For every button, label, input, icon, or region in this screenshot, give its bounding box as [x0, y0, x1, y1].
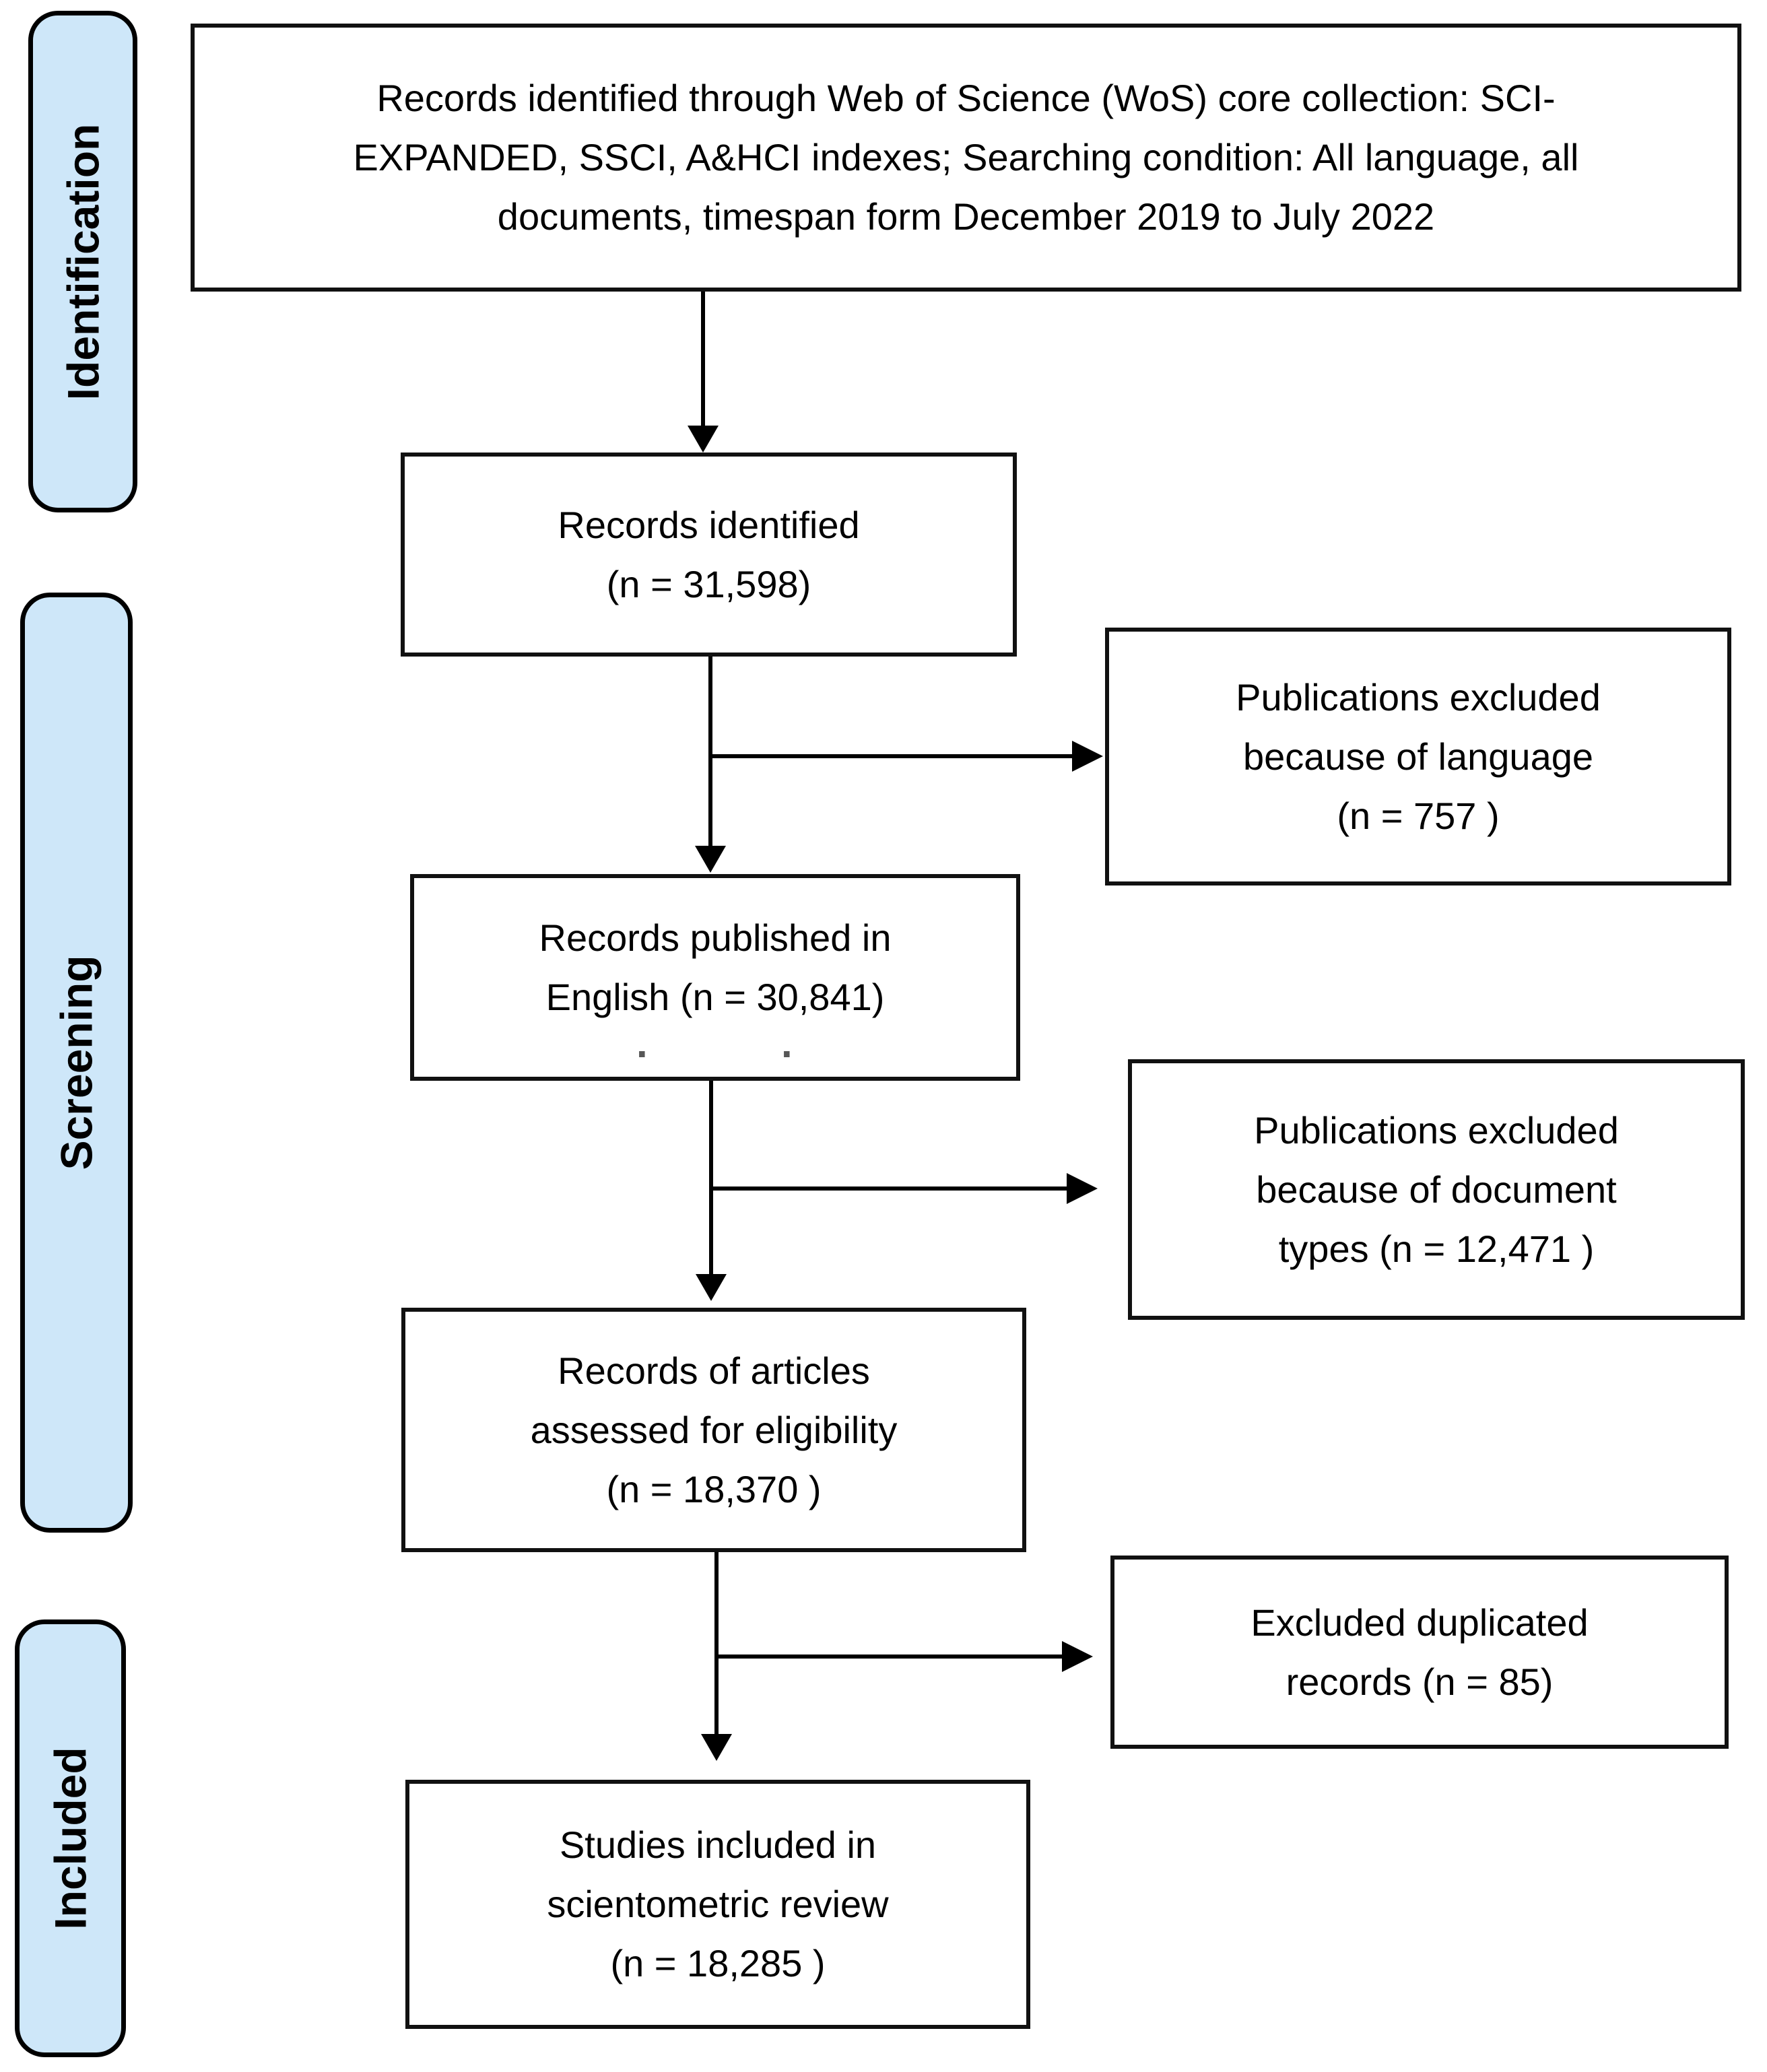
- box-excluded-language-line1: Publications excluded: [1236, 675, 1601, 718]
- box-records-eligibility-line2: assessed for eligibility: [530, 1408, 898, 1451]
- arrowhead-right-doctypes: [1067, 1173, 1098, 1204]
- stage-screening-label: Screening: [51, 955, 102, 1170]
- connector-source-identified: [701, 292, 705, 428]
- box-records-identified-line1: Records identified: [558, 503, 860, 546]
- box-records-english-line1: Records published in: [539, 916, 892, 959]
- box-records-eligibility-line1: Records of articles: [558, 1349, 870, 1392]
- connector-branch-duplicates: [716, 1655, 1062, 1659]
- box-records-source-line2: EXPANDED, SSCI, A&HCI indexes; Searching…: [353, 136, 1579, 178]
- stray-dot-right: .: [781, 1021, 793, 1066]
- stage-screening: Screening: [20, 593, 133, 1533]
- box-studies-included-line2: scientometric review: [547, 1883, 889, 1925]
- box-records-source: Records identified through Web of Scienc…: [191, 24, 1741, 292]
- box-studies-included-line1: Studies included in: [559, 1824, 877, 1866]
- box-excluded-language: Publications excluded because of languag…: [1105, 628, 1731, 885]
- arrowhead-right-language: [1072, 741, 1103, 772]
- box-records-source-line1: Records identified through Web of Scienc…: [376, 77, 1556, 119]
- box-excluded-doctypes: Publications excluded because of documen…: [1128, 1059, 1745, 1320]
- stray-dot-left: .: [636, 1021, 648, 1066]
- stage-identification: Identification: [28, 11, 137, 512]
- connector-identified-english: [708, 657, 712, 847]
- arrowhead-down-english: [695, 846, 726, 873]
- box-excluded-language-line2: because of language: [1243, 735, 1593, 778]
- box-excluded-duplicates-line1: Excluded duplicated: [1251, 1601, 1589, 1644]
- connector-branch-doctypes: [711, 1187, 1067, 1191]
- connector-english-eligibility: [709, 1081, 713, 1274]
- box-studies-included-line3: (n = 18,285 ): [610, 1942, 826, 1984]
- box-records-eligibility: Records of articles assessed for eligibi…: [401, 1308, 1026, 1552]
- arrowhead-down-eligibility: [696, 1274, 727, 1301]
- arrowhead-right-duplicates: [1062, 1641, 1093, 1672]
- box-records-identified-line2: (n = 31,598): [606, 562, 811, 605]
- box-excluded-duplicates-line2: records (n = 85): [1286, 1660, 1554, 1703]
- box-studies-included: Studies included in scientometric review…: [405, 1780, 1030, 2029]
- connector-branch-language: [710, 754, 1072, 758]
- box-excluded-doctypes-line1: Publications excluded: [1254, 1108, 1619, 1151]
- arrowhead-down-identified: [688, 426, 719, 453]
- connector-eligibility-studies: [714, 1552, 719, 1734]
- box-excluded-doctypes-line2: because of document: [1256, 1168, 1617, 1211]
- stage-included-label: Included: [45, 1747, 96, 1930]
- stage-included: Included: [15, 1619, 126, 2057]
- box-excluded-doctypes-line3: types (n = 12,471 ): [1278, 1227, 1595, 1270]
- box-records-source-line3: documents, timespan form December 2019 t…: [497, 195, 1435, 238]
- box-records-eligibility-line3: (n = 18,370 ): [606, 1467, 822, 1510]
- box-excluded-duplicates: Excluded duplicated records (n = 85): [1110, 1556, 1729, 1749]
- box-records-identified: Records identified (n = 31,598): [401, 453, 1017, 657]
- stage-identification-label: Identification: [58, 123, 108, 400]
- box-excluded-language-line3: (n = 757 ): [1337, 794, 1500, 837]
- box-records-english: Records published in English (n = 30,841…: [410, 874, 1020, 1081]
- box-records-english-line2: English (n = 30,841): [545, 975, 885, 1018]
- arrowhead-down-studies: [701, 1734, 732, 1761]
